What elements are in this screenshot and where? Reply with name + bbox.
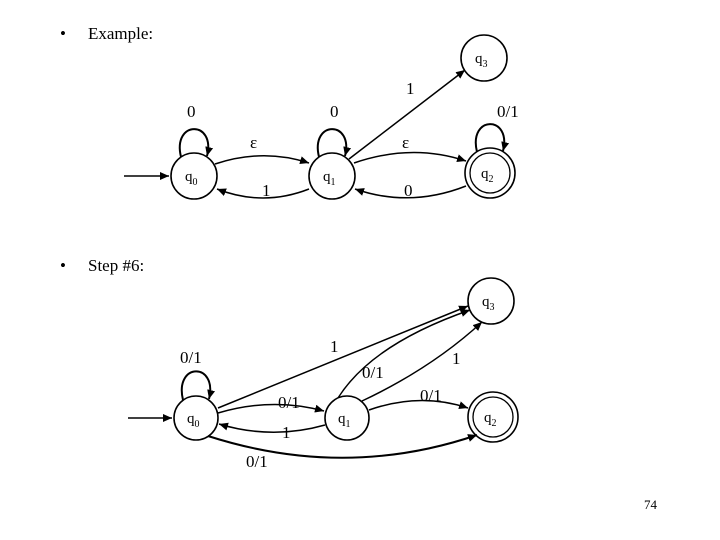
bullet-step-6-text: Step #6:	[88, 256, 145, 275]
label-q2-q1: 0	[404, 181, 413, 200]
diagram-step-6: q0 q1 q2 q3 0/1 1 0/1 1 0/1	[128, 277, 519, 471]
diagram-example: q0 q1 q2 q3 0 0 0/1 ε ε 1	[124, 34, 519, 200]
label-q0-q2: 0/1	[246, 452, 268, 471]
edge-q1-q0	[218, 422, 326, 433]
state-q3-label: q3	[482, 294, 495, 313]
label-eps-q0-q1: ε	[250, 133, 257, 152]
label-q1-q3-1: 1	[452, 349, 461, 368]
state-q0: q0	[173, 395, 219, 441]
bullet-symbol: •	[60, 256, 66, 275]
state-q3: q3	[467, 277, 515, 325]
edge-q1-q3	[348, 69, 466, 160]
label-eps-q1-q2: ε	[402, 133, 409, 152]
label-q1-q3: 1	[406, 79, 415, 98]
loop-q0	[178, 128, 214, 158]
label-q0-q3: 1	[330, 337, 339, 356]
edge-q1-q3-1	[361, 321, 483, 402]
label-q0-q1: 0/1	[278, 393, 300, 412]
bullet-symbol: •	[60, 24, 66, 43]
edge-q2-q1	[354, 185, 467, 199]
label-q1-q3-01: 0/1	[362, 363, 384, 382]
loop-q2	[474, 123, 510, 153]
bullet-example-text: Example:	[88, 24, 154, 43]
label-loop-q0: 0	[187, 102, 196, 121]
state-q0-label: q0	[187, 411, 200, 430]
state-q3-label: q3	[475, 51, 488, 70]
state-q1-label: q1	[323, 169, 336, 188]
label-q1-q0: 1	[282, 423, 291, 442]
state-q3: q3	[460, 34, 508, 82]
label-loop-q0: 0/1	[180, 348, 202, 367]
edge-q0-q3	[217, 305, 469, 409]
page-number: 74	[644, 497, 657, 512]
state-q1: q1	[324, 395, 370, 441]
edge-q1-q2	[368, 399, 469, 411]
label-q1-q2: 0/1	[420, 386, 442, 405]
edge-q0-q2	[207, 434, 478, 459]
state-q2-label: q2	[481, 166, 494, 185]
state-q2-accepting: q2	[467, 391, 519, 443]
state-q1-label: q1	[338, 411, 351, 430]
label-loop-q1: 0	[330, 102, 339, 121]
state-q0-label: q0	[185, 169, 198, 188]
edge-q1-q0	[216, 188, 310, 199]
state-q1: q1	[308, 152, 356, 200]
edge-q0-q1-epsilon	[214, 155, 310, 165]
edge-q1-q3-01	[337, 309, 471, 399]
edge-q0-q1	[217, 403, 325, 414]
label-q1-q0: 1	[262, 181, 271, 200]
state-q2-accepting: q2	[464, 147, 516, 199]
loop-q1	[316, 128, 352, 158]
loop-q0	[180, 370, 216, 401]
state-q0: q0	[170, 152, 218, 200]
edge-q1-q2-epsilon	[353, 151, 467, 164]
label-loop-q2: 0/1	[497, 102, 519, 121]
state-q2-label: q2	[484, 410, 497, 429]
